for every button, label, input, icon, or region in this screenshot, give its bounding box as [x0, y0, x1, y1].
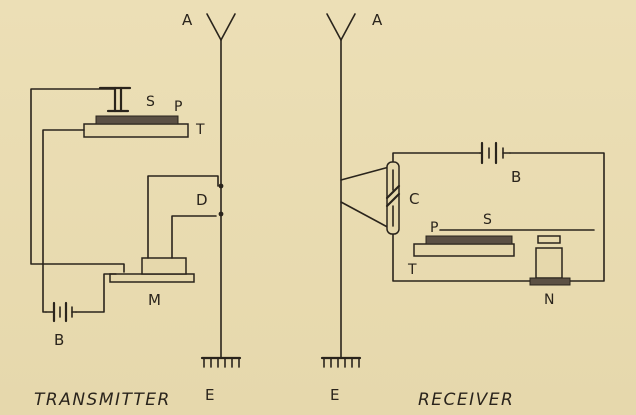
morse-key [83, 86, 189, 138]
label-relay-table: T [407, 262, 417, 278]
coherer [385, 161, 401, 235]
label-battery-rx: B [511, 168, 521, 186]
battery-tx [45, 301, 77, 323]
transmitter-antenna [206, 13, 236, 359]
transmitter-wiring [30, 88, 219, 313]
label-earth-rx: E [330, 386, 339, 404]
label-relay-plate: P [430, 220, 438, 236]
spark-gap [218, 183, 224, 217]
receiver-antenna [326, 13, 356, 359]
label-earth-tx: E [205, 386, 214, 404]
battery-rx [479, 141, 511, 165]
label-key-plate: P [174, 99, 182, 115]
induction-coil [109, 257, 195, 283]
label-antenna-tx: A [182, 11, 193, 29]
label-coherer: C [409, 190, 419, 208]
label-induction-coil: M [148, 291, 161, 309]
label-battery-tx: B [54, 331, 64, 349]
label-relay-spring: S [483, 212, 492, 228]
transmitter-ground [200, 356, 242, 368]
label-key-table: T [195, 122, 205, 138]
label-spark-gap: D [196, 191, 208, 209]
receiver-wiring [340, 152, 605, 282]
receiver-ground [320, 356, 362, 368]
caption-transmitter: TRANSMITTER [34, 390, 171, 410]
relay [413, 229, 595, 286]
caption-receiver: RECEIVER [418, 390, 514, 410]
label-antenna-rx: A [372, 11, 383, 29]
label-key: S [146, 94, 155, 110]
label-relay-magnet: N [544, 292, 554, 308]
